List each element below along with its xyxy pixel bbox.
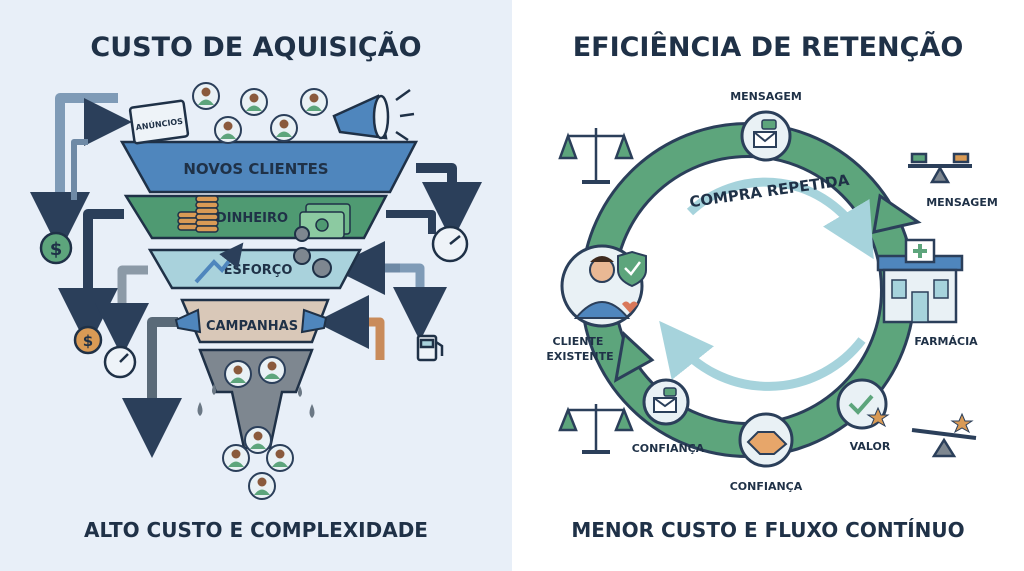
label-customer-line2: EXISTENTE bbox=[546, 350, 613, 363]
chat-bubble-icon bbox=[761, 119, 777, 130]
balance-scale-icon bbox=[558, 404, 634, 454]
left-title: CUSTO DE AQUISIÇÃO bbox=[90, 31, 421, 63]
person-icon bbox=[240, 88, 268, 116]
arrow-left-inner bbox=[71, 139, 88, 200]
inner-arrow-bottom bbox=[659, 320, 866, 391]
fuel-pump-icon bbox=[416, 334, 444, 362]
person-icon bbox=[270, 114, 298, 142]
megaphone-icon bbox=[332, 88, 415, 142]
arrow-left-grey bbox=[95, 265, 149, 357]
gauge-icon bbox=[431, 225, 469, 263]
funnel-level-novos-clientes bbox=[119, 140, 419, 194]
person-icon bbox=[224, 360, 252, 388]
gears-icon bbox=[293, 226, 332, 278]
label-message-right: MENSAGEM bbox=[926, 196, 998, 209]
arrow-right-copper bbox=[315, 295, 385, 360]
arrow-right-navy bbox=[416, 163, 482, 242]
arrow-left-down bbox=[122, 317, 182, 458]
node-pharmacy bbox=[876, 238, 964, 324]
person-icon bbox=[244, 426, 272, 454]
person-icon bbox=[214, 116, 242, 144]
svg-text:$: $ bbox=[50, 239, 63, 260]
left-subtitle: ALTO CUSTO E COMPLEXIDADE bbox=[84, 518, 428, 542]
label-value: VALOR bbox=[850, 440, 891, 453]
node-trust-message bbox=[642, 378, 690, 426]
svg-text:$: $ bbox=[83, 332, 93, 350]
ring-arrow-head bbox=[613, 331, 655, 383]
arrow-right-down bbox=[393, 263, 447, 341]
cash-bills-icon bbox=[299, 203, 351, 239]
funnel-label-campanhas: CAMPANHAS bbox=[206, 319, 298, 334]
shield-check-icon bbox=[617, 250, 647, 288]
ring-arrow-head bbox=[872, 193, 922, 234]
node-message-top bbox=[740, 110, 792, 162]
handshake-icon bbox=[746, 431, 788, 455]
seesaw-star-icon bbox=[911, 412, 977, 458]
node-value bbox=[836, 378, 890, 430]
drops bbox=[197, 384, 315, 418]
person-icon bbox=[192, 82, 220, 110]
person-icon bbox=[258, 356, 286, 384]
arrow-right-mid bbox=[386, 210, 436, 234]
right-title: EFICIÊNCIA DE RETENÇÃO bbox=[573, 31, 964, 63]
balance-scale-icon bbox=[558, 128, 634, 184]
inner-arrow-top bbox=[686, 177, 874, 260]
check-icon bbox=[848, 394, 874, 415]
funnel-label-dinheiro: DINHEIRO bbox=[216, 211, 288, 226]
label-customer-line1: CLIENTE bbox=[553, 335, 604, 348]
person-icon bbox=[222, 444, 250, 472]
dollar-coin-icon: $ bbox=[39, 231, 73, 265]
label-pharmacy: FARMÁCIA bbox=[914, 335, 978, 348]
growth-arrow-icon bbox=[194, 242, 244, 284]
person-icon bbox=[248, 472, 276, 500]
label-trust-bottom: CONFIANÇA bbox=[730, 480, 803, 493]
campaign-megaphone-icon bbox=[174, 308, 328, 334]
node-customer bbox=[560, 244, 647, 328]
coins-stack-icon bbox=[177, 195, 219, 233]
dollar-coin-icon: $ bbox=[73, 325, 103, 355]
label-message-top: MENSAGEM bbox=[730, 90, 802, 103]
seesaw-icon bbox=[908, 152, 972, 184]
right-subtitle: MENOR CUSTO E FLUXO CONTÍNUO bbox=[571, 518, 964, 542]
funnel-label-esforco: ESFORÇO bbox=[224, 263, 293, 278]
person-icon bbox=[300, 88, 328, 116]
label-trust-left: CONFIANÇA bbox=[632, 442, 705, 455]
star-icon bbox=[866, 406, 890, 428]
gauge-icon bbox=[103, 345, 137, 379]
node-trust-handshake bbox=[738, 412, 794, 468]
chat-bubble-icon bbox=[663, 387, 677, 397]
person-icon bbox=[266, 444, 294, 472]
funnel-label-novos-clientes: NOVOS CLIENTES bbox=[183, 160, 328, 178]
side-flow-arrows bbox=[30, 93, 482, 458]
ad-sign: ANÚNCIOS bbox=[128, 99, 190, 145]
arrow-left-navy bbox=[58, 209, 124, 348]
heart-icon bbox=[622, 301, 638, 313]
